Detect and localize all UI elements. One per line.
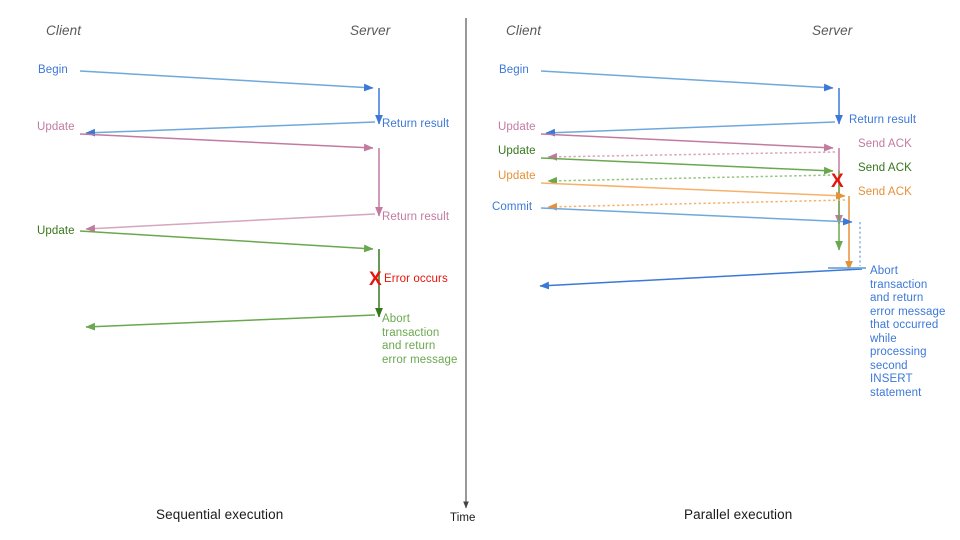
right-label-update-orange: Update — [498, 170, 536, 182]
right-label-send-ack-pink: Send ACK — [858, 138, 912, 150]
left-error-text: Error occurs — [384, 273, 448, 285]
right-label-send-ack-green: Send ACK — [858, 162, 912, 174]
right-label-return-result: Return result — [849, 114, 917, 126]
left-label-return-result-1: Return result — [382, 118, 450, 130]
right-label-begin: Begin — [499, 64, 529, 76]
left-abort-note: Abort transaction and return error messa… — [382, 313, 458, 366]
right-panel-arrows — [539, 70, 866, 290]
arrow-commit-request — [540, 207, 853, 226]
arrow-update-green-request — [79, 230, 374, 253]
left-label-update-green: Update — [37, 225, 75, 237]
arrow-update-green-request-r — [540, 157, 834, 175]
right-abort-note: Abort transaction and return error messa… — [870, 265, 946, 399]
left-panel-arrows — [79, 70, 383, 331]
left-label-return-result-2: Return result — [382, 211, 450, 223]
left-caption: Sequential execution — [156, 507, 284, 522]
left-actor-server: Server — [350, 23, 391, 38]
time-axis-label: Time — [450, 512, 476, 524]
arrow-begin-request-r — [540, 70, 834, 92]
arrow-send-ack-green — [547, 174, 836, 185]
right-label-commit: Commit — [492, 201, 533, 213]
arrow-return-result-2 — [85, 213, 376, 233]
left-actor-client: Client — [46, 23, 82, 38]
arrow-abort-left — [85, 314, 376, 331]
left-label-begin: Begin — [38, 64, 68, 76]
right-label-send-ack-orange: Send ACK — [858, 186, 912, 198]
arrow-return-result-r — [545, 121, 836, 137]
right-caption: Parallel execution — [684, 507, 793, 522]
right-label-update-green: Update — [498, 145, 536, 157]
arrow-update-orange-request-r — [540, 182, 846, 200]
right-actor-client: Client — [506, 23, 542, 38]
arrow-update-pink-request — [79, 133, 374, 152]
arrow-return-result-1 — [85, 121, 376, 137]
left-error-x-icon: X — [369, 269, 382, 290]
right-error-x-icon: X — [831, 171, 844, 192]
left-label-update-pink: Update — [37, 121, 75, 133]
arrow-abort-right — [539, 268, 863, 290]
arrow-send-ack-orange — [547, 199, 846, 211]
right-actor-server: Server — [812, 23, 853, 38]
arrow-begin-request — [79, 70, 374, 92]
arrow-send-ack-pink — [547, 151, 836, 161]
right-label-update-pink: Update — [498, 121, 536, 133]
arrow-update-pink-request-r — [540, 133, 834, 152]
